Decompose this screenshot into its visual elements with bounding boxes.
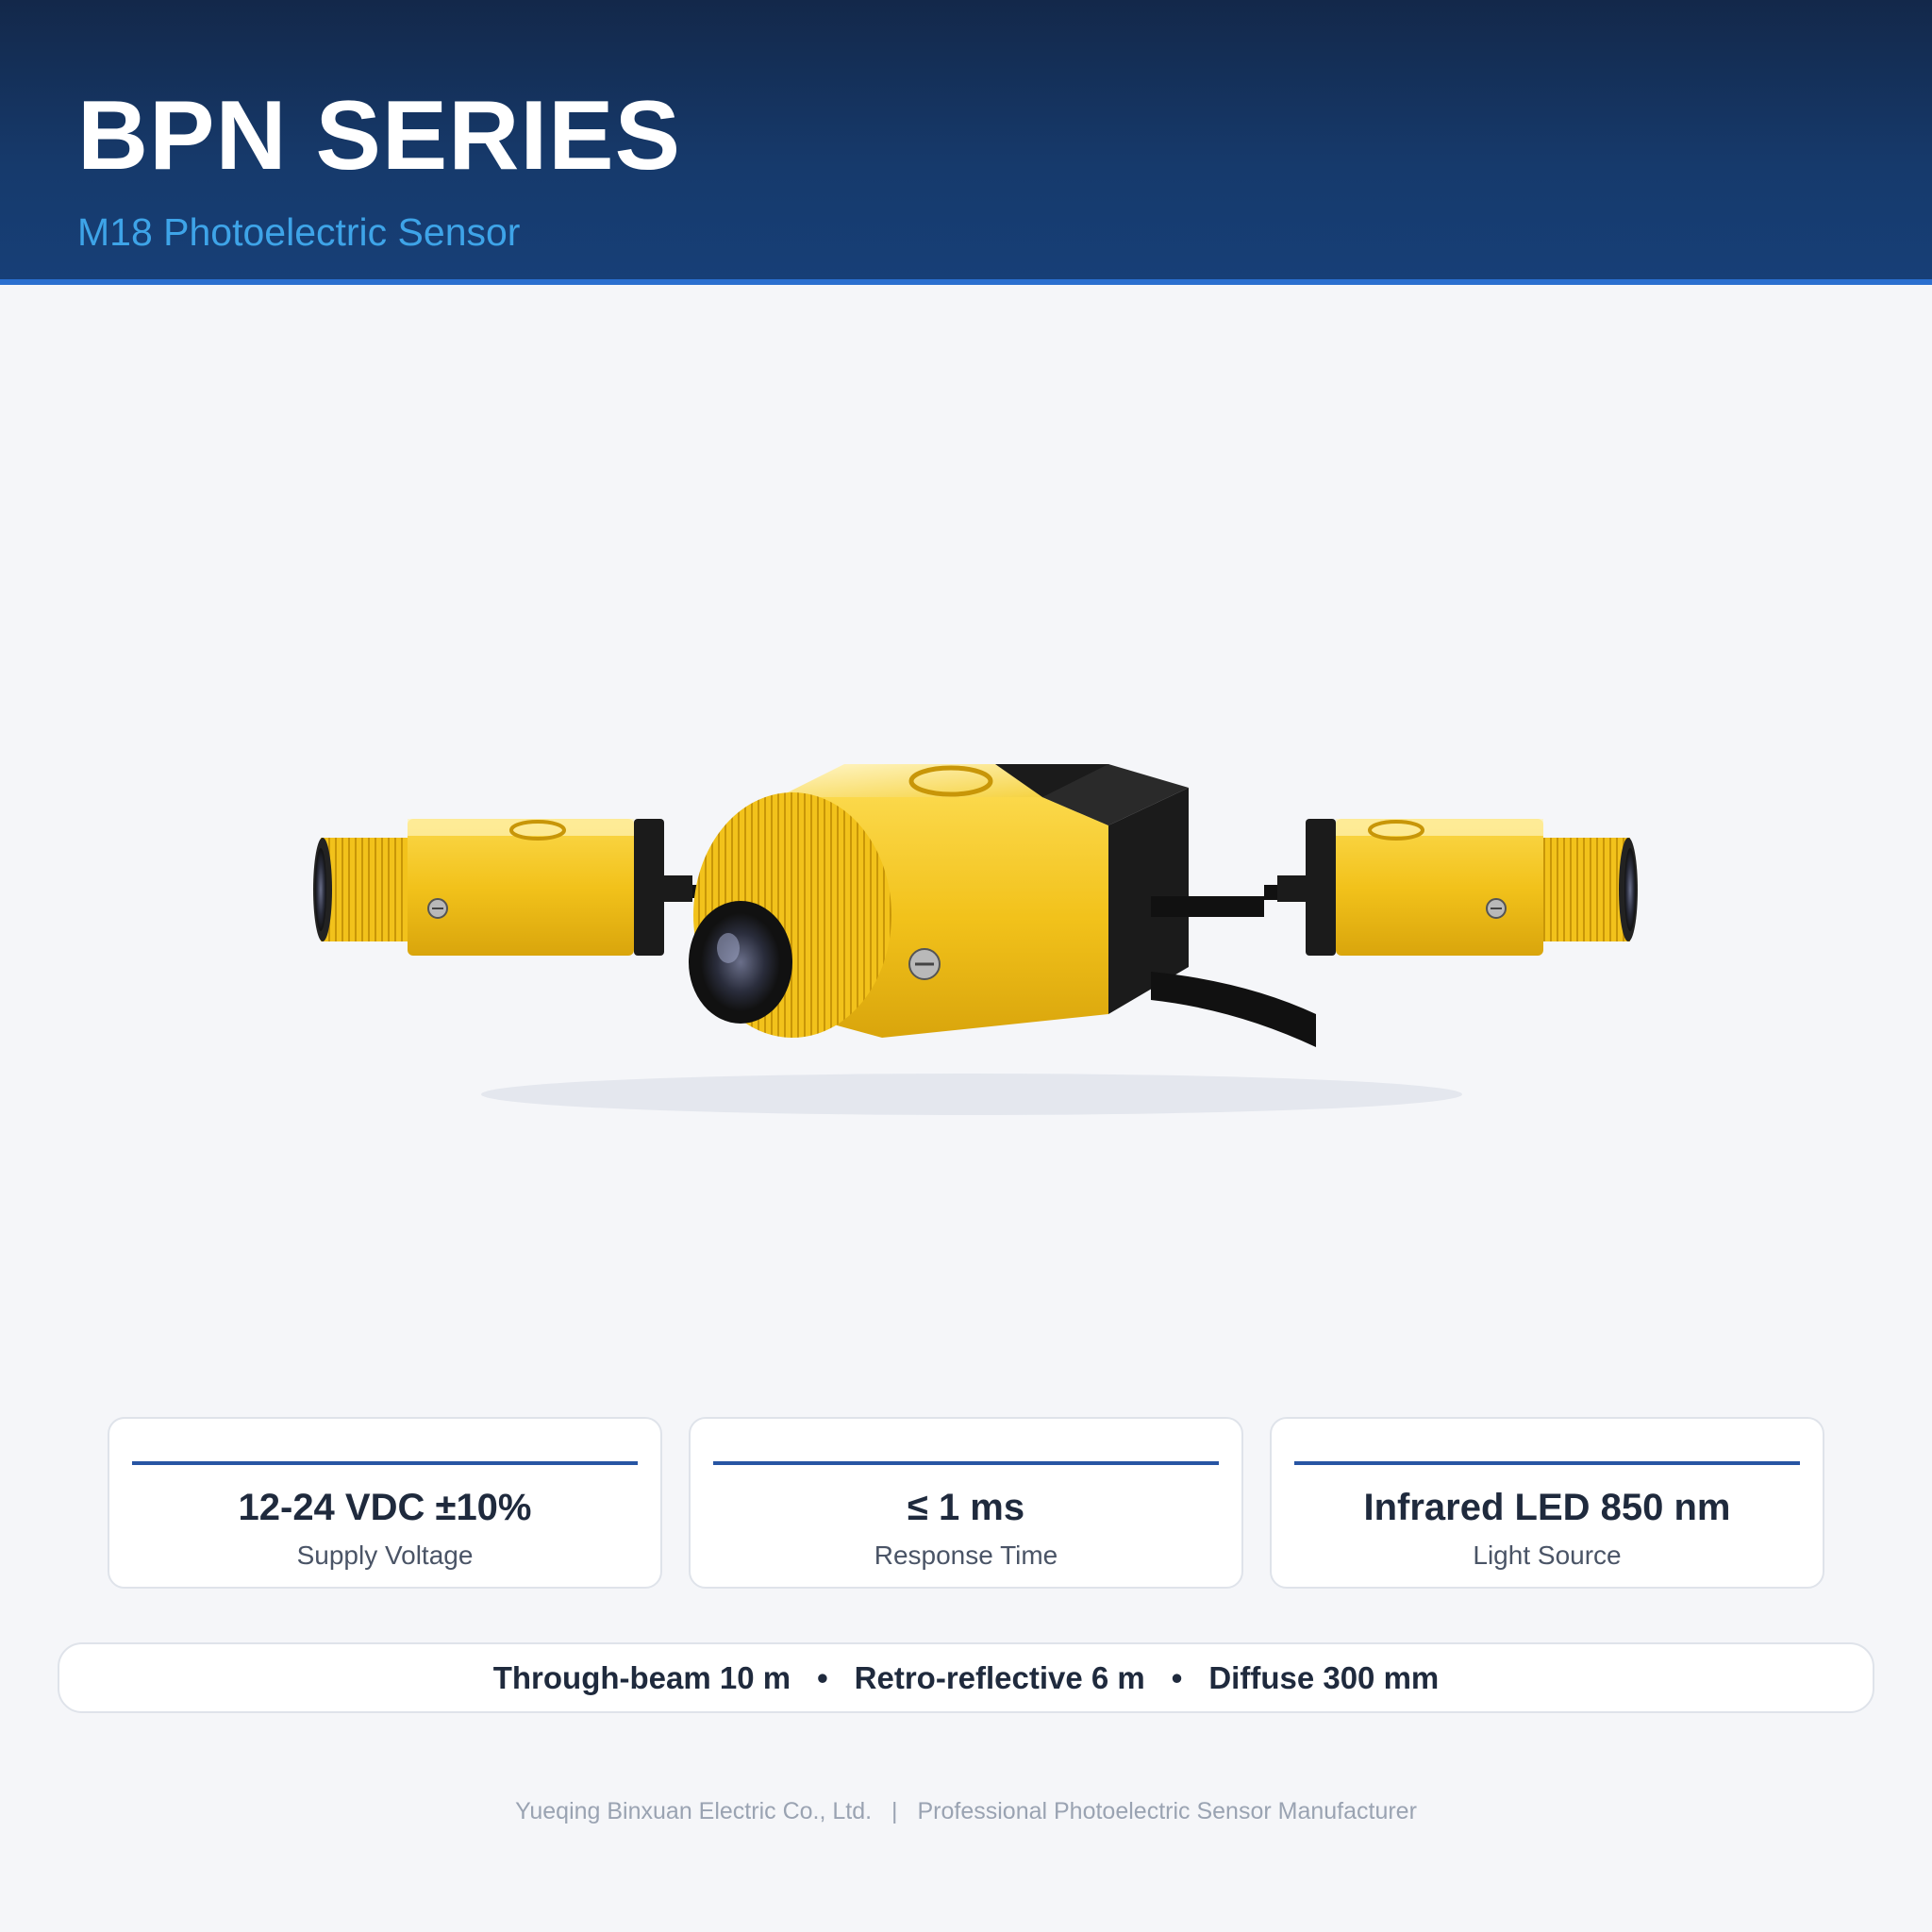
spec-value: Infrared LED 850 nm [1363,1487,1731,1528]
header-banner: BPN SERIES M18 Photoelectric Sensor [0,0,1932,285]
spec-value: ≤ 1 ms [907,1487,1025,1528]
spec-label: Light Source [1473,1541,1622,1570]
page-title: BPN SERIES [77,81,681,191]
range-separator: • [1171,1659,1183,1695]
footer: Yueqing Binxuan Electric Co., Ltd. | Pro… [0,1798,1932,1825]
spec-label: Response Time [874,1541,1058,1570]
spec-card-light-source: Infrared LED 850 nm Light Source [1270,1417,1824,1589]
spec-card-accent-bar [132,1461,638,1465]
product-image [302,698,1641,1123]
right-sensor-icon [1264,819,1638,956]
range-retro-reflective: Retro-reflective 6 m [854,1659,1145,1695]
spec-card-supply-voltage: 12-24 VDC ±10% Supply Voltage [108,1417,662,1589]
spec-card-response-time: ≤ 1 ms Response Time [689,1417,1243,1589]
range-diffuse: Diffuse 300 mm [1208,1659,1440,1695]
spec-label: Supply Voltage [296,1541,474,1570]
range-through-beam: Through-beam 10 m [492,1659,791,1695]
center-sensor-icon [689,764,1316,1047]
page-subtitle: M18 Photoelectric Sensor [77,210,521,254]
spec-value: 12-24 VDC ±10% [238,1487,532,1528]
spec-card-accent-bar [1294,1461,1800,1465]
sensing-range-strip: Through-beam 10 m • Retro-reflective 6 m… [58,1642,1874,1713]
footer-company: Yueqing Binxuan Electric Co., Ltd. [515,1798,873,1824]
footer-separator: | [891,1798,898,1824]
range-separator: • [817,1659,828,1695]
footer-tagline: Professional Photoelectric Sensor Manufa… [917,1798,1417,1824]
spec-card-accent-bar [713,1461,1219,1465]
left-sensor-icon [313,819,796,956]
